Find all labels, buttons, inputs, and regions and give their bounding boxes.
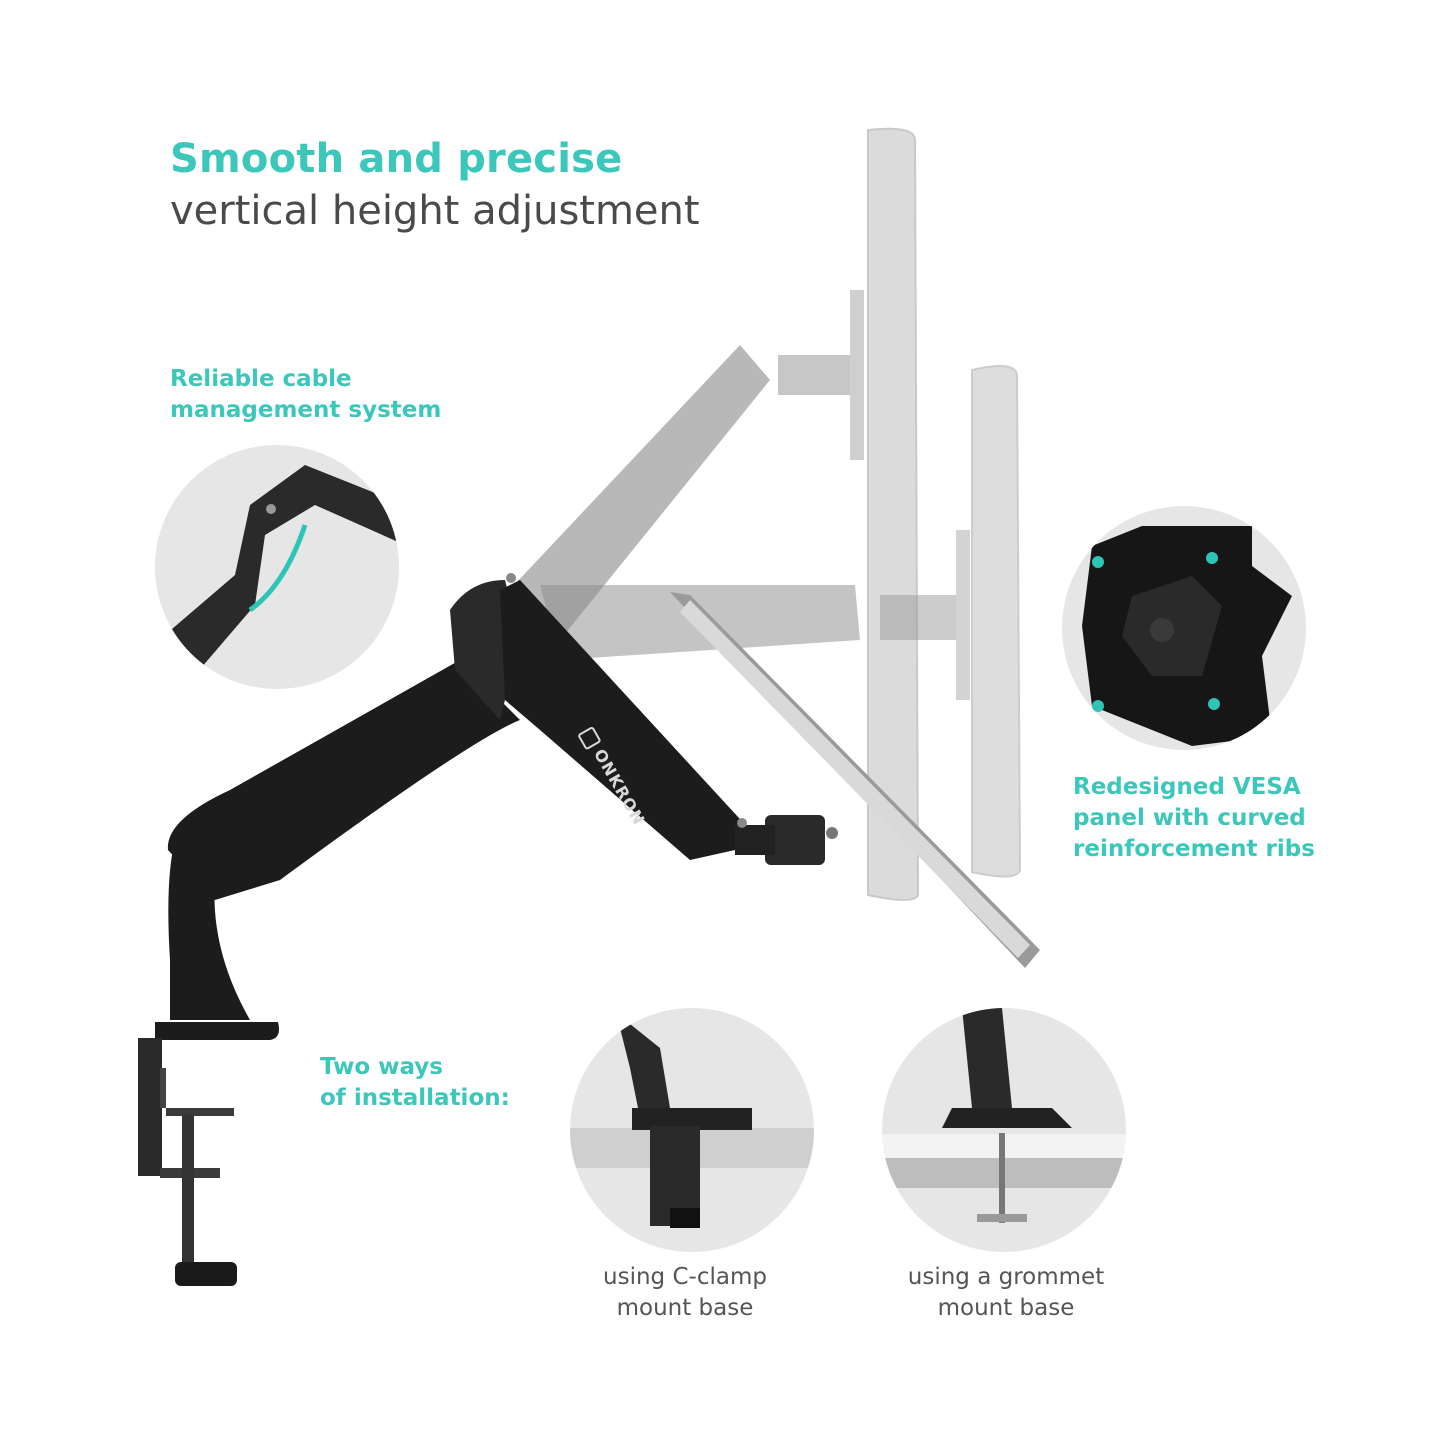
joint-icon [737, 818, 747, 828]
headline-subtitle: vertical height adjustment [170, 188, 700, 234]
clamp-caption: using C-clamp mount base [603, 1264, 767, 1321]
ghost-monitor-high [867, 127, 920, 901]
ghost-arm-high [500, 290, 864, 640]
grommet-detail-image [882, 1008, 1126, 1252]
joint-icon [506, 573, 516, 583]
main-arm [138, 580, 825, 1286]
clamp-detail-image [570, 1008, 814, 1252]
ghost-monitor-mid [971, 365, 1022, 878]
grommet-caption: using a grommet mount base [907, 1264, 1105, 1321]
joint-icon [826, 827, 838, 839]
headline-title: Smooth and precise [170, 136, 623, 182]
vesa-detail-image [1062, 506, 1306, 750]
install-label: Two ways of installation: [320, 1054, 510, 1111]
vesa-feature-label: Redesigned VESA panel with curved reinfo… [1073, 774, 1315, 862]
cable-feature-label: Reliable cable management system [170, 366, 442, 423]
front-monitor [670, 592, 1040, 968]
cable-detail-image [155, 445, 399, 689]
